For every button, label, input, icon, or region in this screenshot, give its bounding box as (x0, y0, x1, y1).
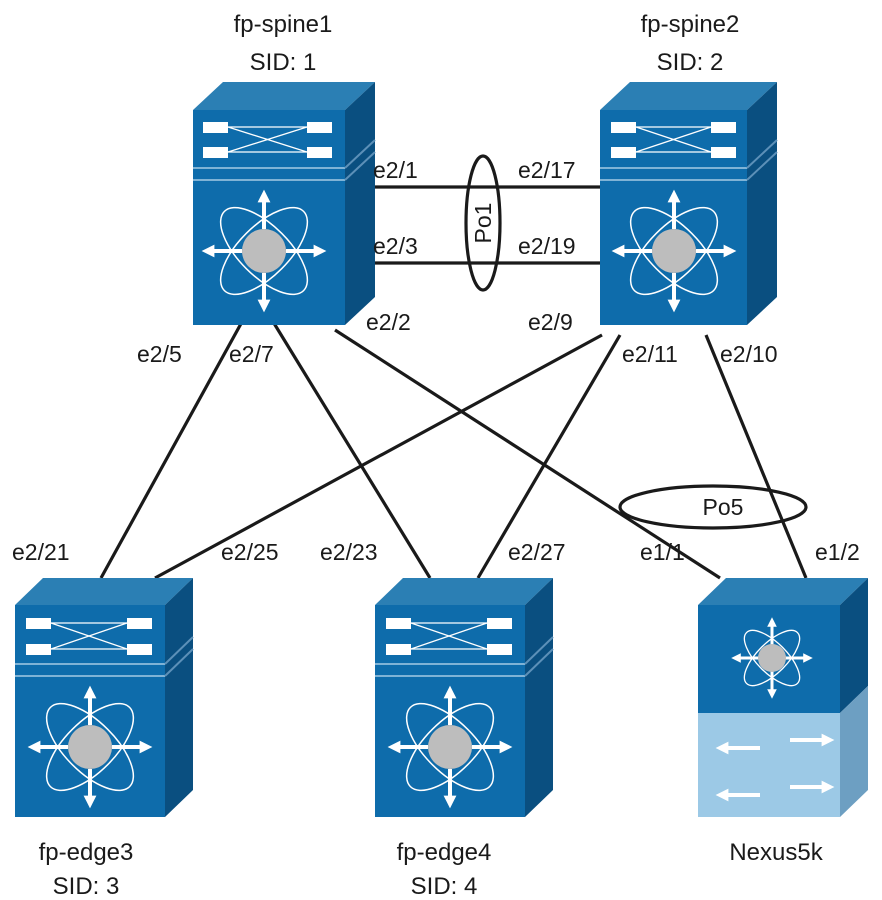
link-spine2-edge3[interactable] (154, 333, 603, 580)
spine1-name: fp-spine1 (234, 11, 333, 38)
edge4-sid: SID: 4 (411, 873, 478, 900)
interface-label: e2/11 (622, 341, 678, 367)
spine2-sid: SID: 2 (657, 49, 724, 76)
spine1-switch[interactable] (193, 82, 376, 325)
nexus-7000-switch-icon (600, 82, 778, 325)
edge4-name: fp-edge4 (397, 839, 492, 866)
interface-label: e2/9 (528, 309, 573, 335)
interface-label: e2/17 (518, 157, 576, 183)
nexus5k-name: Nexus5k (729, 839, 823, 866)
interface-label: e2/1 (373, 157, 418, 183)
po5-label: Po5 (703, 494, 744, 520)
interface-label: e2/7 (229, 341, 274, 367)
edge3-switch[interactable] (15, 578, 194, 817)
po1-label: Po1 (470, 203, 496, 244)
interface-label: e2/21 (12, 539, 70, 565)
link-spine2-edge4[interactable] (476, 334, 622, 579)
links (99, 185, 808, 580)
interface-label: e2/5 (137, 341, 182, 367)
link-spine1-edge3[interactable] (99, 319, 245, 579)
nexus-7000-switch-icon (193, 82, 376, 325)
interface-label: e2/25 (221, 539, 279, 565)
spine1-sid: SID: 1 (250, 49, 317, 76)
interface-label: e2/10 (720, 341, 778, 367)
spine2-name: fp-spine2 (641, 11, 740, 38)
link-spine1-edge4[interactable] (270, 319, 432, 579)
nexus-7000-switch-icon (15, 578, 194, 817)
interface-label: e2/19 (518, 233, 576, 259)
interface-label: e1/2 (815, 539, 860, 565)
edge4-switch[interactable] (375, 578, 554, 817)
interface-label: e2/3 (373, 233, 418, 259)
interface-label: e2/2 (366, 309, 411, 335)
interface-label: e2/23 (320, 539, 378, 565)
nexus5k-switch[interactable] (698, 578, 868, 817)
link-spine2-nexus5k[interactable] (704, 334, 808, 579)
nexus-5000-switch-icon (698, 578, 868, 817)
po5-ellipse (618, 484, 808, 530)
interface-label: e2/27 (508, 539, 566, 565)
nexus-7000-switch-icon (375, 578, 554, 817)
po1-ellipse (464, 154, 502, 292)
link-spine1-nexus5k[interactable] (334, 328, 721, 580)
spine2-switch[interactable] (600, 82, 778, 325)
edge3-sid: SID: 3 (53, 873, 120, 900)
interface-label: e1/1 (640, 539, 685, 565)
edge3-name: fp-edge3 (39, 839, 134, 866)
